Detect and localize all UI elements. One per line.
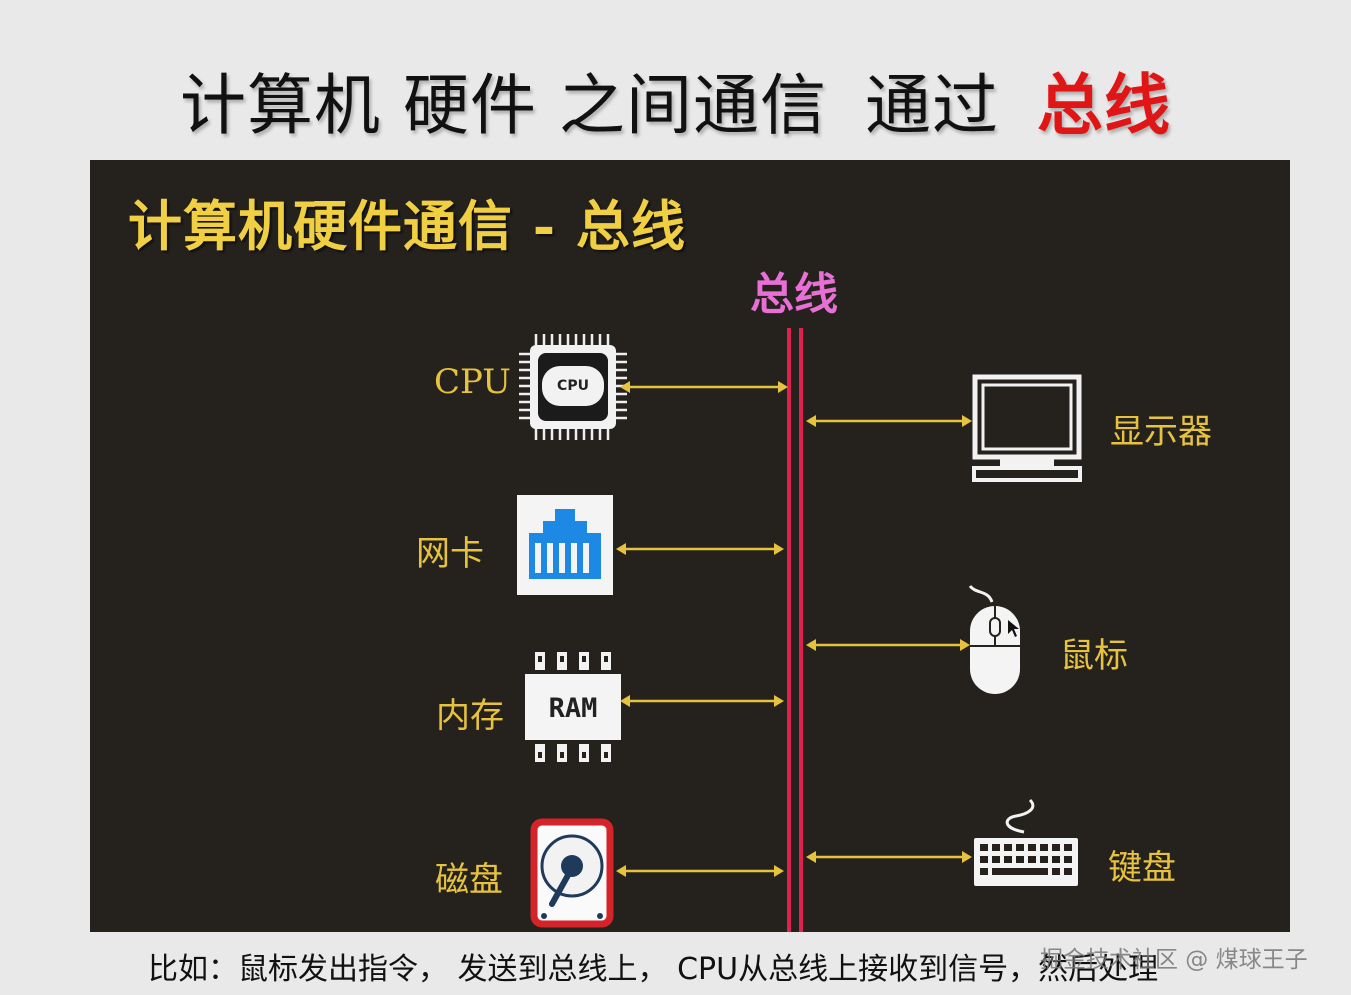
- bus-line-left: [787, 328, 791, 932]
- page-headline: 计算机 硬件 之间通信 通过 总线: [0, 52, 1351, 148]
- ram-chip-icon: [525, 652, 621, 762]
- device-label-cpu: CPU: [434, 362, 511, 402]
- device-label-disk: 磁盘: [435, 860, 503, 900]
- arrow-memory-bus: [620, 695, 784, 707]
- arrow-bus-monitor: [806, 415, 972, 427]
- example-caption: 比如：鼠标发出指令， 发送到总线上， CPU从总线上接收到信号，然后处理: [148, 952, 1159, 987]
- arrow-cpu-bus: [620, 381, 788, 393]
- arrow-nic-bus: [616, 543, 784, 555]
- headline-highlight: 总线: [1036, 67, 1171, 144]
- device-label-memory: 内存: [436, 696, 504, 736]
- arrow-bus-keyboard: [806, 851, 972, 863]
- arrow-disk-bus: [616, 865, 784, 877]
- slide-title: 计算机硬件通信 - 总线: [128, 194, 687, 258]
- mouse-icon: [968, 584, 1020, 694]
- network-port-icon: [517, 495, 613, 595]
- headline-part1: 计算机 硬件 之间通信: [180, 67, 827, 144]
- device-label-monitor: 显示器: [1110, 412, 1212, 452]
- device-label-nic: 网卡: [416, 534, 484, 574]
- bus-diagram-slide: 计算机硬件通信 - 总线 总线 CPU CPU 网卡 内存: [90, 160, 1290, 932]
- arrow-bus-mouse: [806, 639, 970, 651]
- keyboard-icon: [974, 798, 1078, 886]
- monitor-icon: [972, 374, 1082, 482]
- watermark: 掘金技术社区 @ 煤球王子: [1040, 947, 1308, 973]
- bus-line-right: [799, 328, 803, 932]
- headline-part2: 通过: [864, 67, 999, 144]
- ram-chip-text: RAM: [548, 693, 598, 724]
- cpu-icon: [519, 334, 627, 440]
- device-label-mouse: 鼠标: [1060, 636, 1128, 676]
- bus-label: 总线: [750, 269, 838, 320]
- device-label-keyboard: 键盘: [1108, 848, 1176, 888]
- cpu-chip-text: CPU: [557, 378, 589, 394]
- hard-disk-icon: [530, 818, 614, 928]
